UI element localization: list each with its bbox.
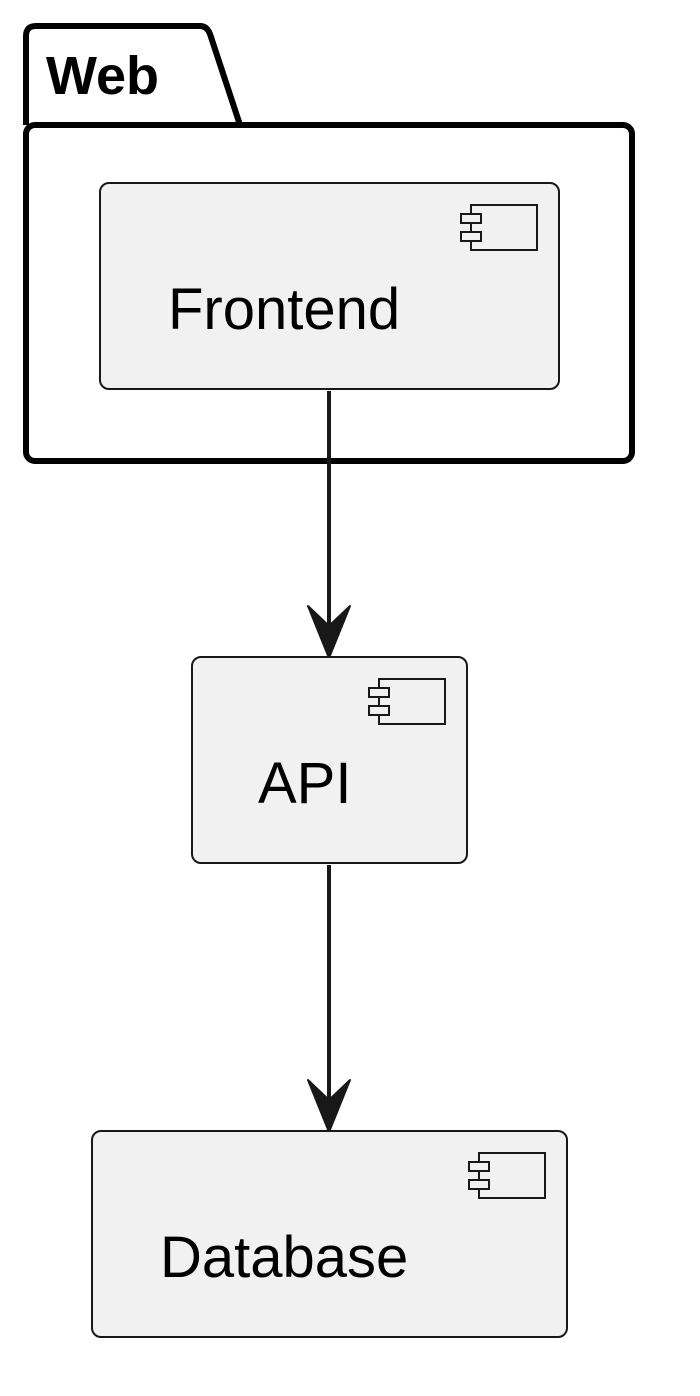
relation-arrow: [307, 391, 351, 659]
component-label: API: [258, 751, 352, 816]
component-icon: [460, 204, 538, 251]
package-tab: [23, 23, 243, 126]
component-icon: [368, 678, 446, 725]
component-icon: [468, 1152, 546, 1199]
component-box: [91, 1130, 568, 1338]
component-label: Database: [160, 1225, 408, 1290]
component-database[interactable]: Database: [91, 1130, 568, 1338]
relation-arrow: [307, 865, 351, 1133]
component-label: Frontend: [168, 277, 400, 342]
component-api[interactable]: API: [191, 656, 468, 864]
component-box: [99, 182, 560, 390]
component-frontend[interactable]: Frontend: [99, 182, 560, 390]
package-label: Web: [46, 46, 159, 106]
arrowhead-icon: [307, 605, 351, 659]
arrowhead-icon: [307, 1079, 351, 1133]
